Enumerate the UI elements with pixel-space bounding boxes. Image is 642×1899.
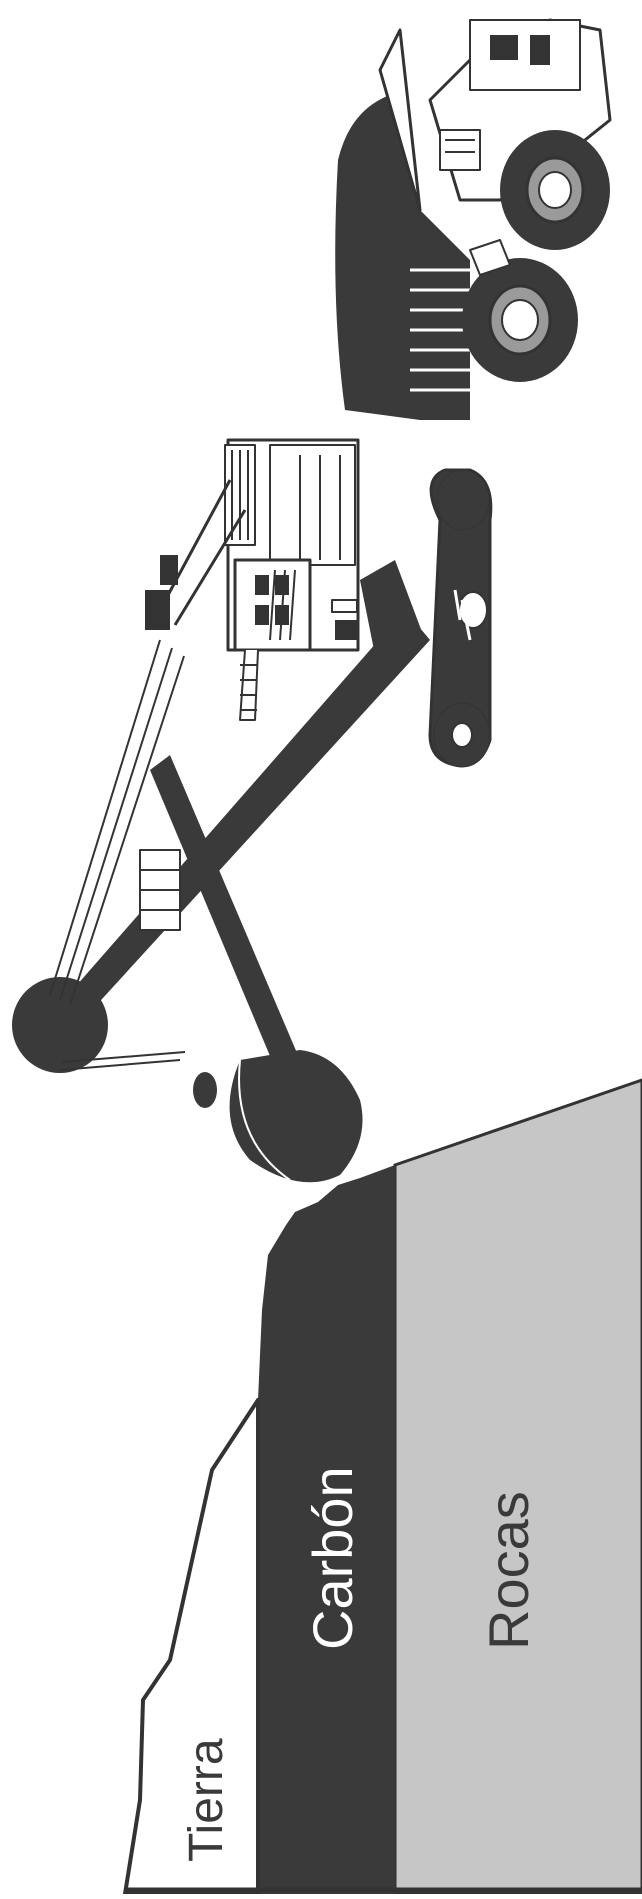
haul-truck-icon (335, 20, 610, 420)
layer-label-rock: Rocas (477, 1491, 540, 1650)
rock-layer (395, 1080, 642, 1894)
layer-label-coal: Carbón (301, 1466, 364, 1650)
mining-shovel-icon (12, 440, 491, 1182)
strata: Tierra Carbón Rocas (125, 1080, 642, 1894)
layer-label-soil: Tierra (180, 1738, 233, 1862)
